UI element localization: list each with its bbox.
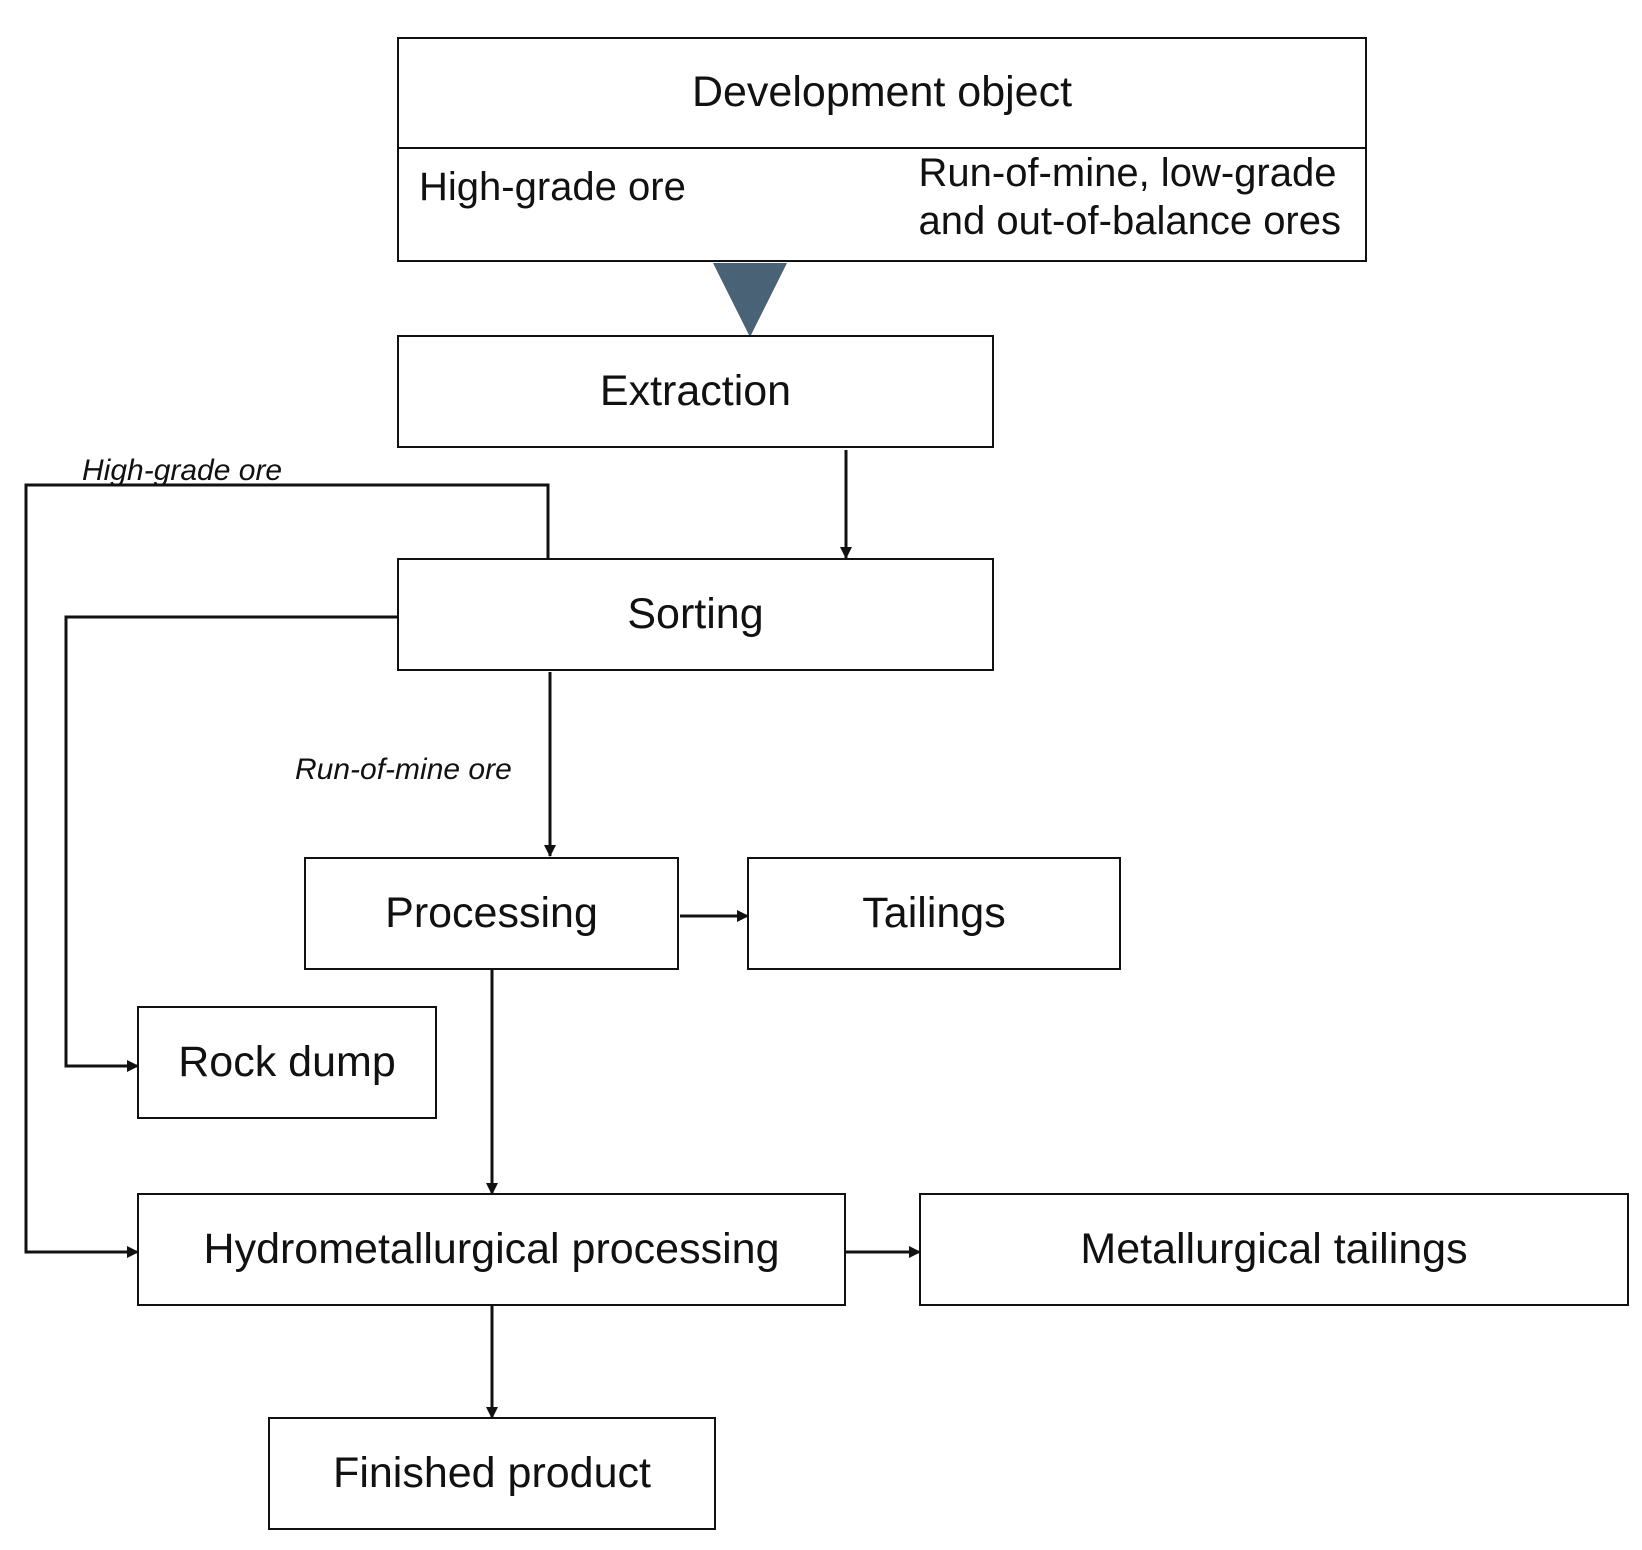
tailings-box: Tailings	[747, 857, 1121, 970]
hydrometallurgical-processing-box: Hydrometallurgical processing	[137, 1193, 846, 1306]
extraction-box: Extraction	[397, 335, 994, 448]
run-of-mine-low-grade-label: Run-of-mine, low-grade and out-of-balanc…	[918, 151, 1342, 243]
development-object-box: Development object	[397, 37, 1367, 149]
high-grade-ore-source-label: High-grade ore	[419, 165, 686, 209]
edge-label-run-of-mine-ore: Run-of-mine ore	[295, 753, 512, 786]
ore-types-box: High-grade ore Run-of-mine, low-grade an…	[397, 147, 1367, 262]
tailings-label: Tailings	[862, 888, 1006, 937]
arrow-sorting-to-rock-dump	[64, 615, 398, 1072]
rock-dump-box: Rock dump	[137, 1006, 437, 1119]
development-object-label: Development object	[691, 68, 1073, 117]
processing-label: Processing	[385, 888, 598, 937]
finished-product-label: Finished product	[333, 1448, 651, 1497]
sorting-box: Sorting	[397, 558, 994, 671]
hydrometallurgical-processing-label: Hydrometallurgical processing	[203, 1224, 780, 1273]
sorting-label: Sorting	[627, 589, 764, 638]
metallurgical-tailings-box: Metallurgical tailings	[919, 1193, 1629, 1306]
processing-box: Processing	[304, 857, 679, 970]
finished-product-box: Finished product	[268, 1417, 716, 1530]
metallurgical-tailings-label: Metallurgical tailings	[1080, 1224, 1468, 1273]
extraction-label: Extraction	[599, 366, 792, 415]
rock-dump-label: Rock dump	[178, 1037, 396, 1086]
arrow-sorting-to-hydrometallurgical	[24, 483, 550, 1258]
funnel-triangle-icon	[713, 263, 787, 337]
edge-label-high-grade-ore: High-grade ore	[82, 454, 283, 487]
